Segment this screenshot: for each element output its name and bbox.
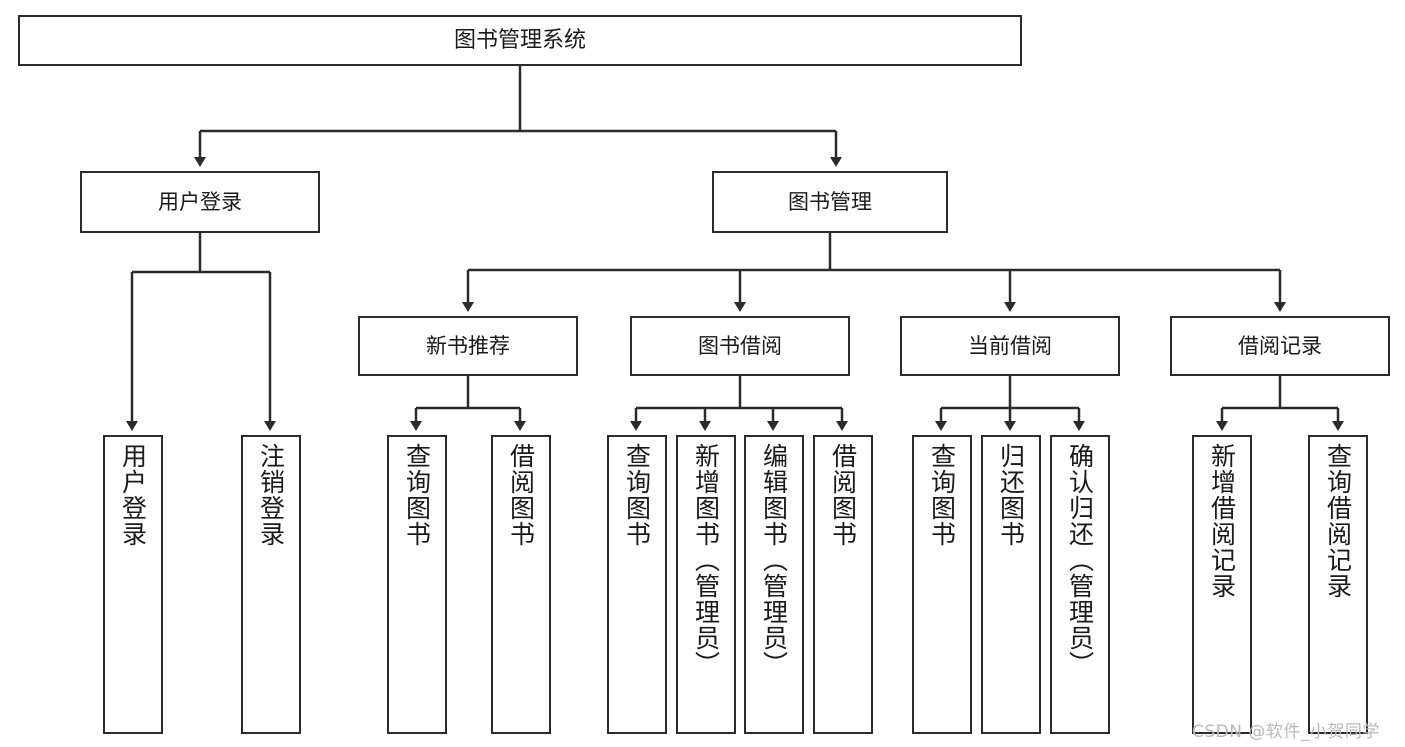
node-root-book-management-system[interactable]: 图书管理系统 xyxy=(18,15,1022,66)
leaf-edit-book[interactable]: 编辑图书（管理员） xyxy=(744,435,804,734)
node-label: 查询借阅记录 xyxy=(1323,443,1353,599)
leaf-query-borrow-record[interactable]: 查询借阅记录 xyxy=(1308,435,1368,734)
node-new-book-recommend[interactable]: 新书推荐 xyxy=(358,316,578,376)
node-book-management[interactable]: 图书管理 xyxy=(712,171,948,233)
node-label: 借阅图书 xyxy=(506,443,536,547)
leaf-query-book-recommend[interactable]: 查询图书 xyxy=(387,435,447,734)
node-current-borrow[interactable]: 当前借阅 xyxy=(900,316,1120,376)
node-label: 新增图书（管理员） xyxy=(691,443,721,677)
leaf-query-book-borrow[interactable]: 查询图书 xyxy=(607,435,667,734)
node-label: 查询图书 xyxy=(402,443,432,547)
node-user-login[interactable]: 用户登录 xyxy=(80,171,320,233)
leaf-add-borrow-record[interactable]: 新增借阅记录 xyxy=(1192,435,1252,734)
node-label: 借阅记录 xyxy=(1238,333,1322,358)
node-label: 用户登录 xyxy=(118,443,148,547)
csdn-watermark: CSDN @软件_小贺同学 xyxy=(1192,722,1380,742)
node-label: 图书管理 xyxy=(788,189,872,214)
leaf-borrow-book-recommend[interactable]: 借阅图书 xyxy=(491,435,551,734)
node-label: 新增借阅记录 xyxy=(1207,443,1237,599)
leaf-user-login[interactable]: 用户登录 xyxy=(103,435,163,734)
node-label: 当前借阅 xyxy=(968,333,1052,358)
node-label: 查询图书 xyxy=(622,443,652,547)
node-label: 归还图书 xyxy=(996,443,1026,547)
leaf-confirm-return[interactable]: 确认归还（管理员） xyxy=(1050,435,1110,734)
leaf-add-book[interactable]: 新增图书（管理员） xyxy=(676,435,736,734)
node-borrow-record[interactable]: 借阅记录 xyxy=(1170,316,1390,376)
leaf-return-book[interactable]: 归还图书 xyxy=(981,435,1041,734)
leaf-logout-login[interactable]: 注销登录 xyxy=(241,435,301,734)
node-label: 图书借阅 xyxy=(698,333,782,358)
node-label: 查询图书 xyxy=(927,443,957,547)
leaf-borrow-book[interactable]: 借阅图书 xyxy=(813,435,873,734)
node-book-borrow[interactable]: 图书借阅 xyxy=(630,316,850,376)
node-label: 编辑图书（管理员） xyxy=(759,443,789,677)
node-label: 用户登录 xyxy=(158,189,242,214)
node-label: 注销登录 xyxy=(256,443,286,547)
leaf-query-book-current[interactable]: 查询图书 xyxy=(912,435,972,734)
node-label: 图书管理系统 xyxy=(453,27,586,53)
node-label: 借阅图书 xyxy=(828,443,858,547)
node-label: 新书推荐 xyxy=(426,333,510,358)
node-label: 确认归还（管理员） xyxy=(1065,443,1095,677)
